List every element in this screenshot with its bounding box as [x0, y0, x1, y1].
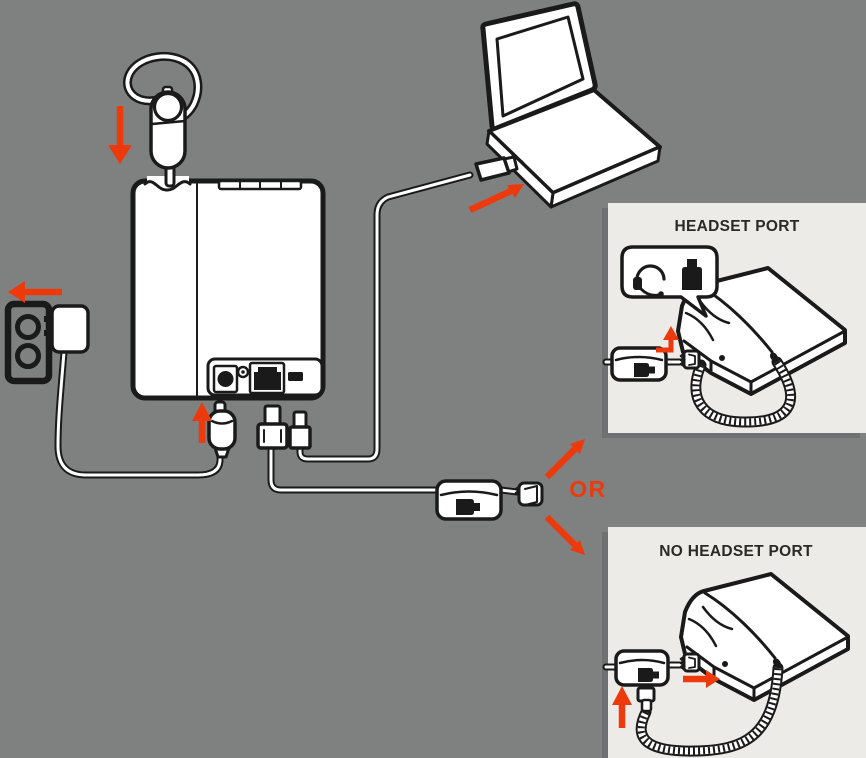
- inline-adapter: [610, 346, 668, 382]
- laptop: [480, 1, 662, 209]
- rj-plug: [679, 652, 701, 673]
- usb-plug-laptop: [474, 155, 519, 182]
- phone-cable-plug: [514, 481, 544, 507]
- speech-bubble: [620, 245, 719, 318]
- down-arrow-icon: [108, 106, 132, 164]
- telephone-cable: [267, 444, 521, 496]
- up-arrow-icon: [192, 402, 212, 443]
- dc-power-plug: [207, 400, 237, 459]
- coiled-handset-cord: [635, 662, 784, 757]
- phone-jack-icon: [682, 259, 702, 290]
- ac-adapter: [44, 304, 90, 354]
- wireless-headset: [123, 51, 203, 188]
- no-headset-port-panel: NO HEADSET PORT: [602, 527, 866, 758]
- outlet-socket-top: [15, 314, 41, 340]
- up-right-arrow-icon: [468, 184, 524, 213]
- power-outlet: [4, 300, 53, 385]
- headset-icon: [633, 264, 666, 297]
- phone-jack-icon: [634, 363, 655, 377]
- charging-base: [130, 176, 326, 401]
- rj-plug: [679, 349, 701, 370]
- ear-speaker: [152, 91, 184, 123]
- or-up-right-arrow-icon: [544, 439, 585, 480]
- left-arrow-icon: [8, 281, 62, 303]
- inline-adapter: [435, 479, 503, 521]
- usb-plug-base: [288, 410, 312, 450]
- headset-cradle: [143, 180, 192, 192]
- dc-power-jack: [212, 364, 239, 394]
- laptop-screen: [495, 15, 585, 118]
- up-arrow-icon: [612, 686, 632, 728]
- phone-plug-base: [256, 404, 289, 450]
- or-down-right-arrow-icon: [544, 514, 585, 555]
- outlet-socket-bottom: [15, 343, 41, 369]
- right-arrow-icon: [683, 670, 720, 688]
- handset-cord-plug: [636, 686, 656, 713]
- power-cable: [54, 348, 224, 479]
- headset-port-panel: HEADSET PORT: [602, 203, 866, 438]
- bent-up-arrow-icon: [656, 326, 679, 353]
- usb-port: [288, 372, 303, 381]
- inline-adapter: [614, 649, 670, 687]
- coiled-handset-cord: [690, 356, 797, 428]
- phone-jack-icon: [638, 668, 659, 682]
- or-label: OR: [569, 476, 607, 502]
- panel-title: HEADSET PORT: [674, 218, 799, 235]
- panel-title: NO HEADSET PORT: [659, 543, 813, 560]
- phone-jack-icon: [456, 499, 480, 515]
- base-port-panel: [206, 357, 324, 397]
- usb-cable: [296, 171, 474, 463]
- adapter-prong: [44, 316, 54, 322]
- adapter-prong: [44, 330, 54, 336]
- aux-jack: [236, 365, 250, 379]
